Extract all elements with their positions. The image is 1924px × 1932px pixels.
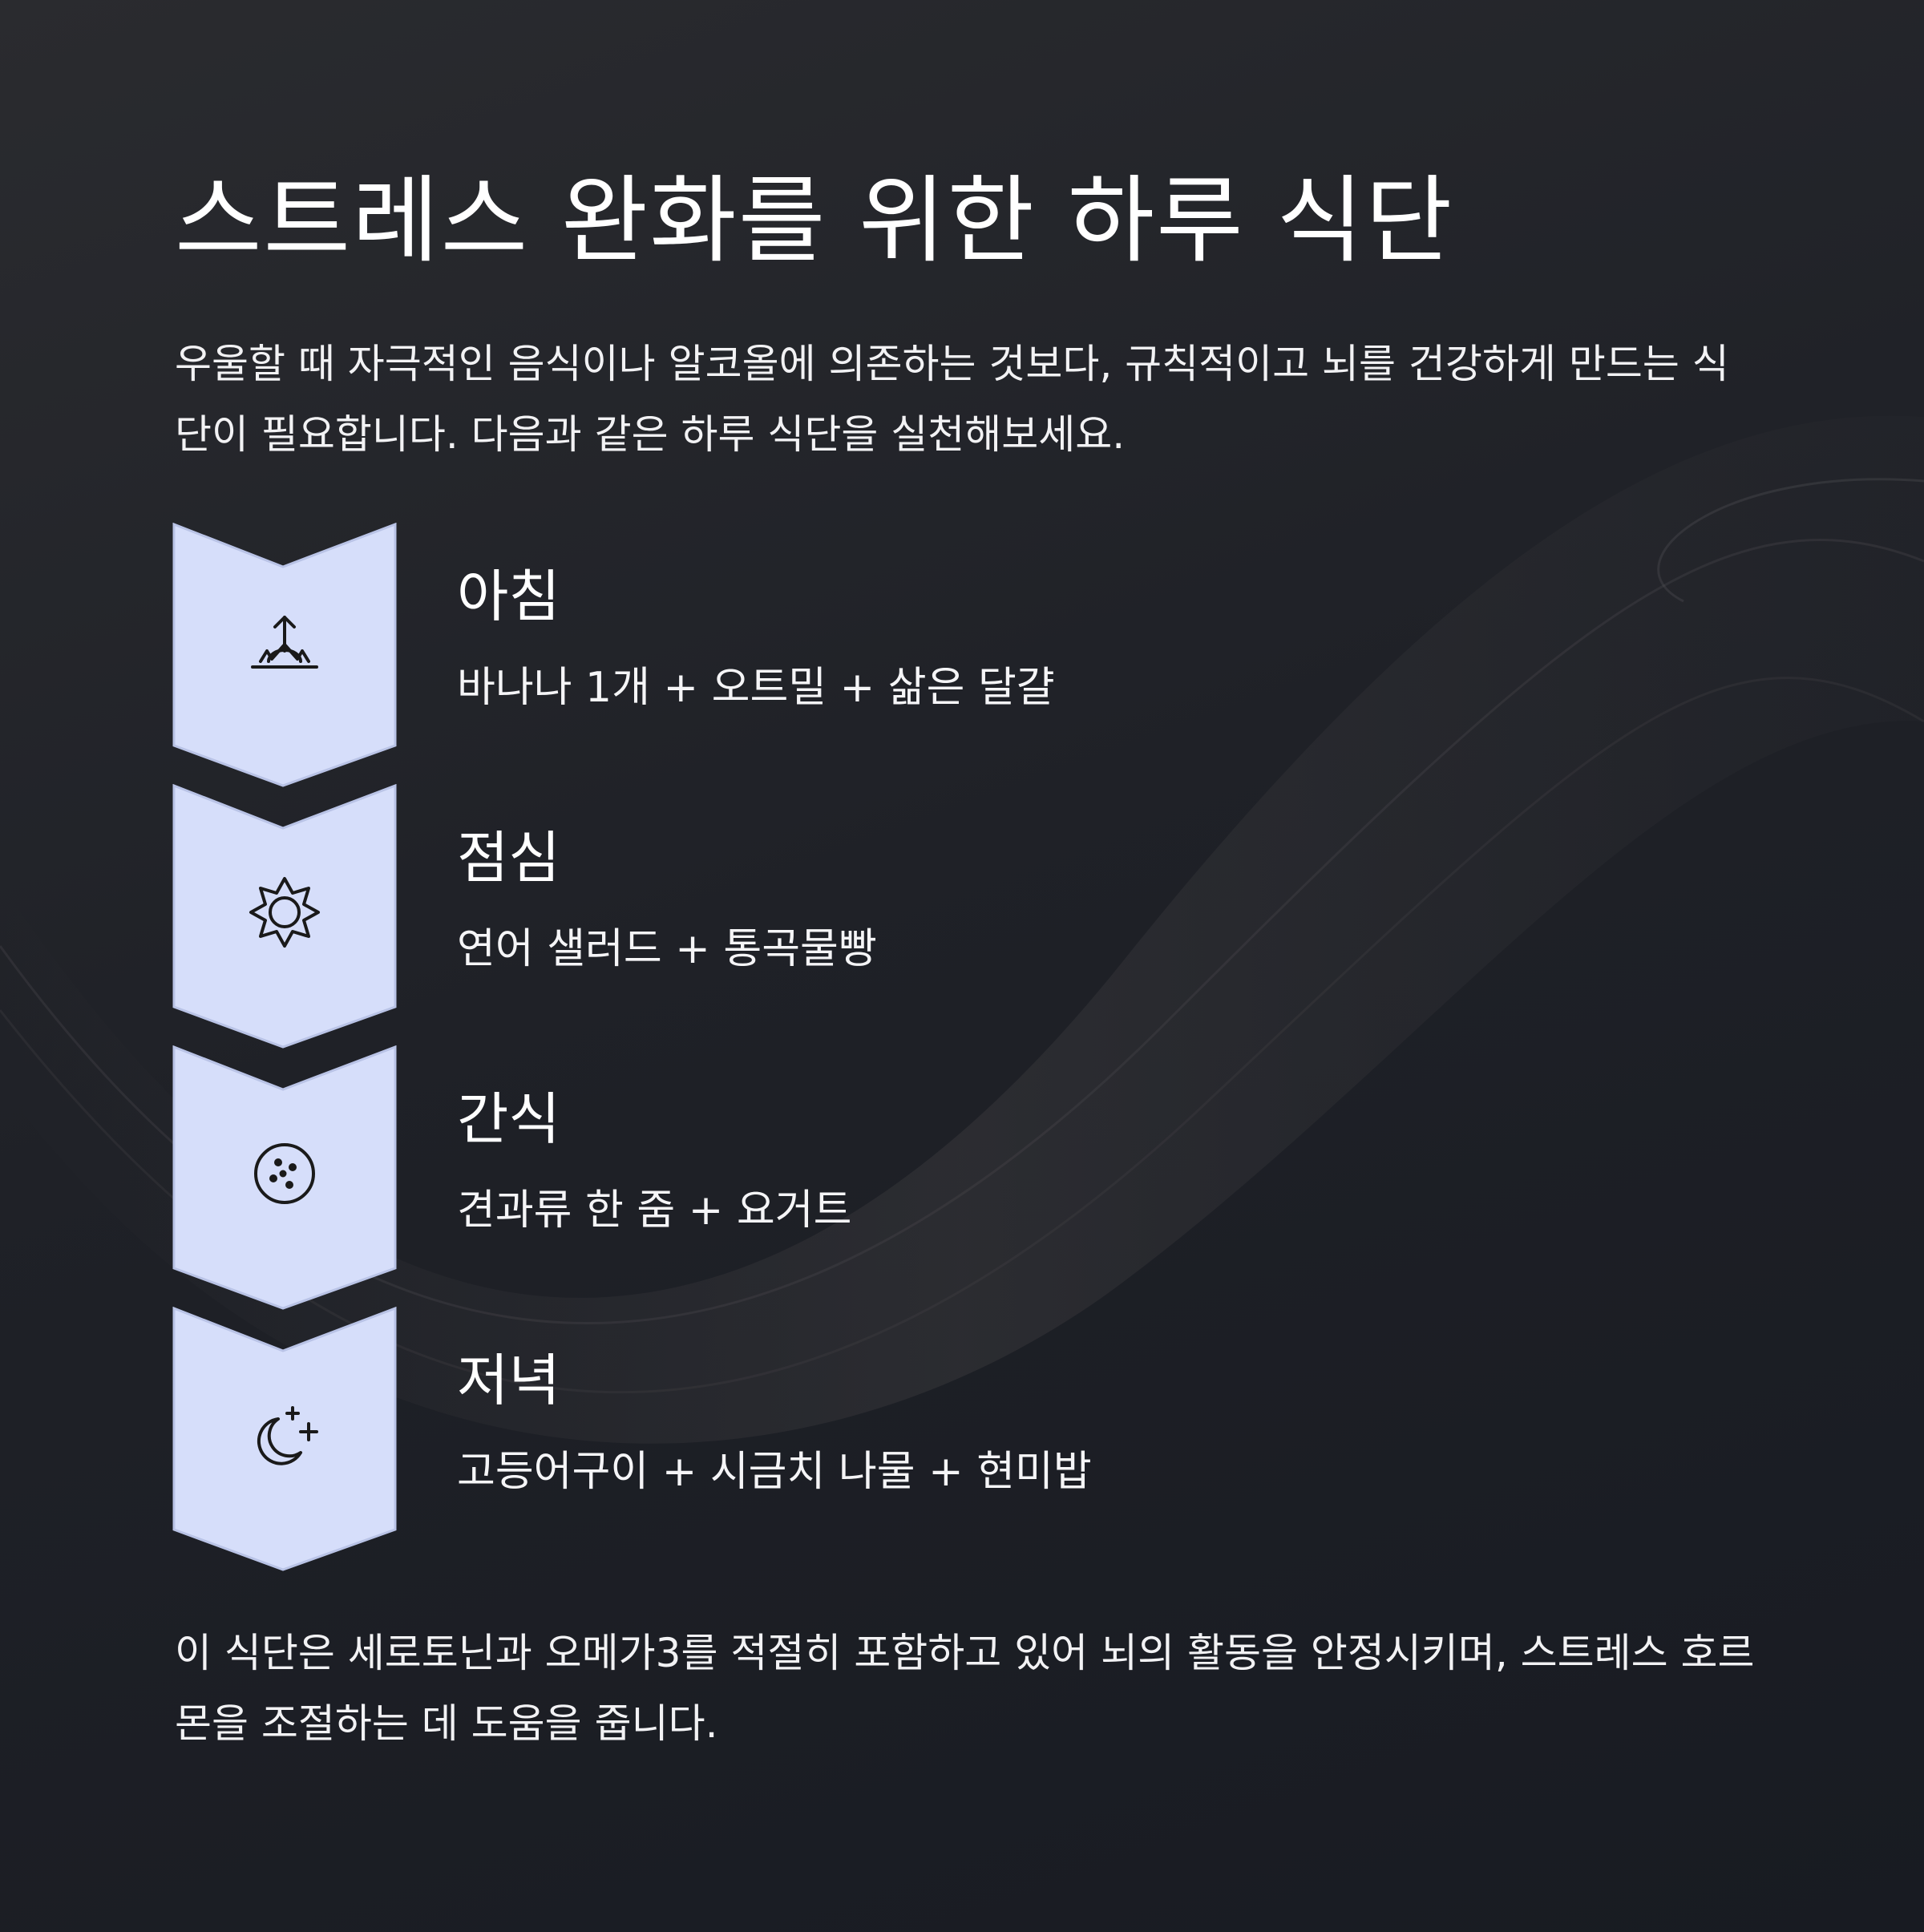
meal-step-snack: 간식 견과류 한 줌 + 요거트 xyxy=(172,1045,1615,1310)
sunrise-icon xyxy=(251,616,318,669)
meal-title: 아침 xyxy=(457,564,560,629)
outro-paragraph: 이 식단은 세로토닌과 오메가3를 적절히 포함하고 있어 뇌의 활동을 안정시… xyxy=(175,1630,1755,1747)
meal-description: 견과류 한 줌 + 요거트 xyxy=(457,1186,852,1235)
chevron-shape xyxy=(172,523,397,787)
meal-title: 점심 xyxy=(457,825,560,891)
chevron-shape xyxy=(172,784,397,1049)
meal-step-lunch: 점심 연어 샐러드 + 통곡물빵 xyxy=(172,784,1615,1049)
meal-title: 간식 xyxy=(457,1086,560,1152)
meal-description: 바나나 1개 + 오트밀 + 삶은 달걀 xyxy=(457,664,1055,712)
page-title: 스트레스 완화를 위한 하루 식단 xyxy=(175,165,1454,276)
meal-description: 연어 샐러드 + 통곡물빵 xyxy=(457,925,877,973)
moon-stars-icon xyxy=(257,1406,318,1465)
sun-icon xyxy=(249,877,320,948)
intro-paragraph: 우울할 때 자극적인 음식이나 알코올에 의존하는 것보다, 규칙적이고 뇌를 … xyxy=(175,341,1729,458)
meal-step-dinner: 저녁 고등어구이 + 시금치 나물 + 현미밥 xyxy=(172,1307,1615,1571)
cookie-icon xyxy=(254,1143,315,1204)
meal-description: 고등어구이 + 시금치 나물 + 현미밥 xyxy=(457,1448,1092,1496)
chevron-shape xyxy=(172,1307,397,1571)
chevron-shape xyxy=(172,1045,397,1310)
meal-title: 저녁 xyxy=(457,1348,560,1413)
meal-step-breakfast: 아침 바나나 1개 + 오트밀 + 삶은 달걀 xyxy=(172,523,1615,787)
